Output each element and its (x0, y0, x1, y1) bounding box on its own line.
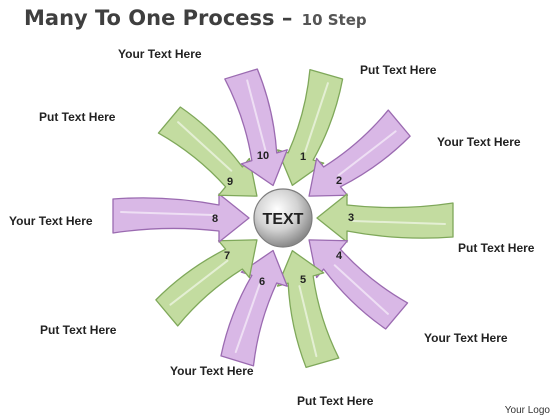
arrow-step-6 (220, 249, 288, 367)
step-number-5: 5 (300, 274, 306, 286)
step-number-8: 8 (212, 213, 218, 225)
arrow-highlight (304, 82, 329, 153)
step-label-1: Put Text Here (360, 63, 437, 77)
arrow-highlight (298, 285, 318, 358)
arrow-step-5 (276, 250, 340, 369)
step-label-3: Put Text Here (458, 241, 535, 255)
arrow-step-4 (308, 239, 409, 330)
arrow-step-8 (112, 193, 250, 243)
step-number-3: 3 (348, 212, 354, 224)
step-number-1: 1 (300, 151, 306, 163)
title-main: Many To One Process (24, 6, 275, 30)
center-hub: TEXT (253, 188, 313, 248)
step-label-5: Put Text Here (297, 394, 374, 408)
step-label-10: Your Text Here (118, 47, 202, 61)
arrow-step-9 (157, 106, 258, 197)
arrow-highlight (246, 79, 267, 152)
step-label-8: Your Text Here (9, 214, 93, 228)
arrow-step-1 (276, 69, 344, 186)
step-label-2: Your Text Here (437, 135, 521, 149)
step-number-7: 7 (224, 250, 230, 262)
step-number-2: 2 (336, 175, 342, 187)
arrow-highlight (120, 211, 214, 216)
step-number-10: 10 (257, 150, 269, 162)
arrow-highlight (337, 130, 397, 177)
title-sub: 10 Step (301, 11, 367, 29)
center-sphere (253, 188, 313, 248)
title-dash: – (281, 6, 293, 30)
footer-logo: Your Logo (504, 405, 550, 416)
center-label: TEXT (263, 211, 304, 228)
step-label-7: Put Text Here (40, 323, 117, 337)
step-number-4: 4 (336, 250, 343, 262)
arrow-highlight (352, 220, 446, 225)
arrow-highlight (333, 264, 389, 315)
step-label-4: Your Text Here (424, 331, 508, 345)
step-label-9: Put Text Here (39, 110, 116, 124)
arrow-step-2 (308, 109, 411, 197)
page-title: Many To One Process – 10 Step (24, 6, 367, 30)
step-numbers-group: 1 2 3 4 5 6 7 8 9 10 (212, 150, 354, 288)
step-number-9: 9 (227, 176, 233, 188)
arrow-step-3 (316, 193, 454, 243)
step-label-6: Your Text Here (170, 364, 254, 378)
arrow-highlight (177, 121, 233, 172)
arrows-group (112, 68, 454, 369)
arrow-highlight (169, 259, 229, 306)
arrow-step-7 (155, 239, 258, 327)
arrow-step-10 (224, 68, 288, 187)
step-number-6: 6 (259, 276, 265, 288)
arrow-highlight (234, 283, 261, 354)
